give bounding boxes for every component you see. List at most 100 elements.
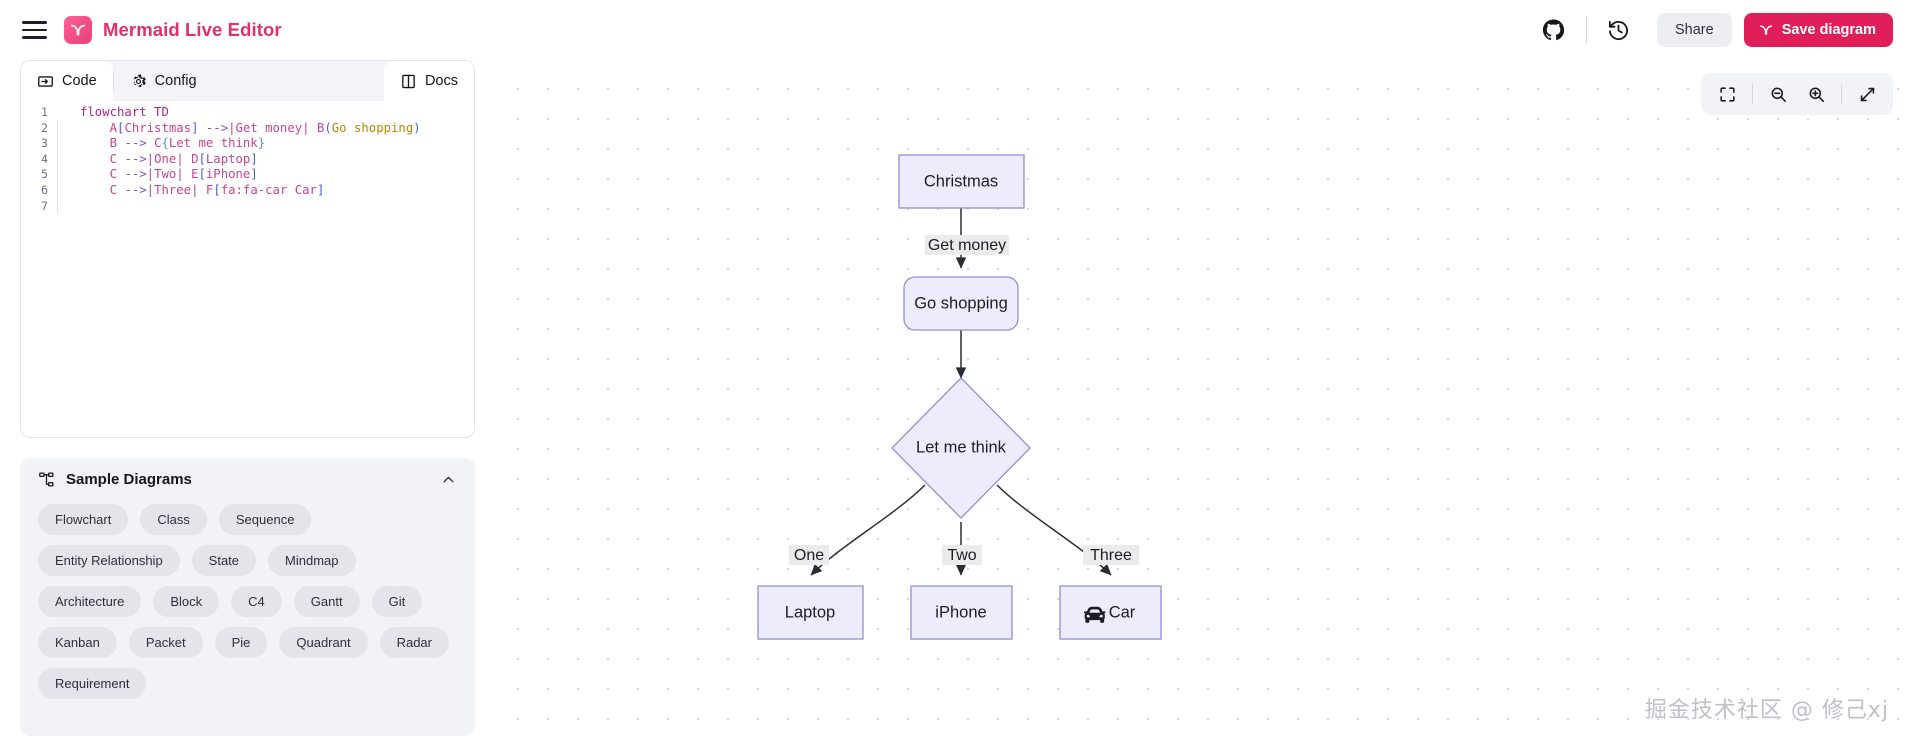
toolbar-divider — [1752, 84, 1753, 104]
node-label-christmas: Christmas — [924, 172, 998, 190]
code-line[interactable]: 6 C -->|Three| F[fa:fa-car Car] — [21, 182, 474, 199]
tab-docs[interactable]: Docs — [383, 61, 474, 101]
sample-chip-requirement[interactable]: Requirement — [38, 668, 147, 699]
editor-tabs: Code Config — [21, 61, 474, 101]
line-number: 6 — [41, 182, 48, 197]
sample-chip-entity-relationship[interactable]: Entity Relationship — [38, 545, 180, 576]
sample-chip-mindmap[interactable]: Mindmap — [268, 545, 356, 576]
save-diagram-button[interactable]: Save diagram — [1743, 13, 1893, 47]
page-title: Mermaid Live Editor — [103, 19, 282, 40]
code-line[interactable]: 4 C -->|One| D[Laptop] — [21, 151, 474, 168]
zoom-out-button[interactable] — [1760, 79, 1796, 109]
tab-divider — [112, 71, 114, 91]
sitemap-icon — [38, 471, 55, 488]
editor-card: Code Config — [20, 60, 475, 438]
book-icon — [400, 73, 417, 90]
tab-config[interactable]: Config — [114, 61, 213, 101]
node-label-laptop: Laptop — [785, 603, 835, 621]
line-number: 3 — [41, 136, 48, 151]
sample-chip-kanban[interactable]: Kanban — [38, 627, 117, 658]
line-number: 1 — [41, 105, 48, 119]
edge-label-get-money: Get money — [928, 237, 1006, 254]
sample-chip-flowchart[interactable]: Flowchart — [38, 504, 129, 535]
tab-code[interactable]: Code — [21, 61, 113, 101]
app-header: Mermaid Live Editor Share Save diagram — [0, 0, 1915, 60]
code-line[interactable]: 3 B --> C{Let me think} — [21, 136, 474, 152]
code-line-text[interactable]: C -->|Three| F[fa:fa-car Car] — [57, 182, 474, 199]
code-line-text[interactable] — [57, 198, 474, 215]
code-line[interactable]: 5 C -->|Two| E[iPhone] — [21, 167, 474, 183]
node-label-go-shopping: Go shopping — [914, 294, 1008, 312]
node-label-car: Car — [1109, 603, 1136, 621]
diagram-toolbar — [1701, 73, 1893, 115]
tab-docs-label: Docs — [424, 73, 458, 89]
share-button[interactable]: Share — [1656, 13, 1732, 47]
sample-chip-block[interactable]: Block — [153, 586, 220, 617]
diagram-preview-pane[interactable]: Get money One Two Three Christmas Go sho… — [495, 60, 1915, 736]
sample-chip-quadrant[interactable]: Quadrant — [279, 627, 368, 658]
edge-label-bg — [789, 545, 829, 565]
code-line[interactable]: 1 flowchart TD — [21, 105, 474, 121]
node-car[interactable]: Car — [1059, 585, 1162, 640]
tab-code-label: Code — [62, 73, 97, 89]
line-number: 2 — [41, 120, 48, 135]
node-christmas[interactable]: Christmas — [898, 154, 1025, 209]
mermaid-logo-icon[interactable] — [64, 16, 92, 44]
chevron-up-icon[interactable] — [440, 471, 457, 488]
header-divider — [1585, 17, 1587, 43]
edge-label-one: One — [794, 547, 824, 564]
flowchart-edge-labels: Get money One Two Three — [789, 235, 1139, 565]
github-icon[interactable] — [1534, 10, 1574, 50]
sample-chip-c4[interactable]: C4 — [231, 586, 282, 617]
sample-chip-architecture[interactable]: Architecture — [38, 586, 142, 617]
sample-chip-radar[interactable]: Radar — [379, 627, 449, 658]
code-line-text[interactable]: flowchart TD — [80, 105, 169, 119]
sample-chip-gantt[interactable]: Gantt — [293, 586, 360, 617]
sample-chip-state[interactable]: State — [191, 545, 257, 576]
node-let-me-think[interactable]: Let me think — [891, 377, 1031, 519]
edge-label-two: Two — [947, 547, 976, 564]
watermark: 掘金技术社区 @ 修己xj — [1644, 698, 1889, 723]
sample-chip-pie[interactable]: Pie — [214, 627, 268, 658]
gear-icon — [130, 73, 147, 90]
hamburger-bar — [22, 28, 47, 32]
code-line[interactable]: 7 — [21, 198, 474, 215]
sample-diagrams-header[interactable]: Sample Diagrams — [20, 458, 475, 499]
node-label-iphone: iPhone — [935, 603, 986, 621]
code-line-text[interactable]: C -->|One| D[Laptop] — [57, 151, 474, 168]
node-iphone[interactable]: iPhone — [910, 585, 1013, 640]
node-label-let-me-think: Let me think — [916, 438, 1007, 456]
line-number: 4 — [41, 151, 48, 166]
edge-label-bg — [942, 545, 982, 565]
fit-to-screen-button[interactable] — [1709, 79, 1745, 109]
code-line-text[interactable]: C -->|Two| E[iPhone] — [57, 167, 474, 183]
main-area: Code Config — [0, 60, 1915, 736]
node-laptop[interactable]: Laptop — [757, 585, 864, 640]
zoom-in-button[interactable] — [1798, 79, 1834, 109]
header-actions: Share Save diagram — [1534, 10, 1893, 50]
sample-chip-git[interactable]: Git — [371, 586, 423, 617]
sample-chip-packet[interactable]: Packet — [128, 627, 203, 658]
code-icon — [37, 73, 54, 90]
node-go-shopping[interactable]: Go shopping — [903, 276, 1019, 331]
hamburger-icon[interactable] — [22, 15, 52, 45]
edge-label-bg — [925, 235, 1009, 255]
left-panel: Code Config — [0, 60, 495, 736]
sample-chip-class[interactable]: Class — [140, 504, 207, 535]
car-icon — [1084, 606, 1106, 623]
sample-chip-sequence[interactable]: Sequence — [218, 504, 312, 535]
code-line-text[interactable]: A[Christmas] -->|Get money| B(Go shoppin… — [57, 120, 474, 137]
flowchart-svg[interactable]: Get money One Two Three Christmas Go sho… — [495, 60, 1915, 736]
sample-diagrams-title: Sample Diagrams — [66, 471, 192, 488]
expand-diagonal-icon[interactable] — [1849, 79, 1885, 109]
code-line-text[interactable]: B --> C{Let me think} — [57, 136, 474, 152]
history-icon[interactable] — [1599, 10, 1639, 50]
code-line[interactable]: 2 A[Christmas] -->|Get money| B(Go shopp… — [21, 120, 474, 137]
toolbar-divider — [1841, 84, 1842, 104]
hamburger-bar — [22, 36, 47, 39]
mermaid-mark-icon — [1758, 22, 1774, 38]
